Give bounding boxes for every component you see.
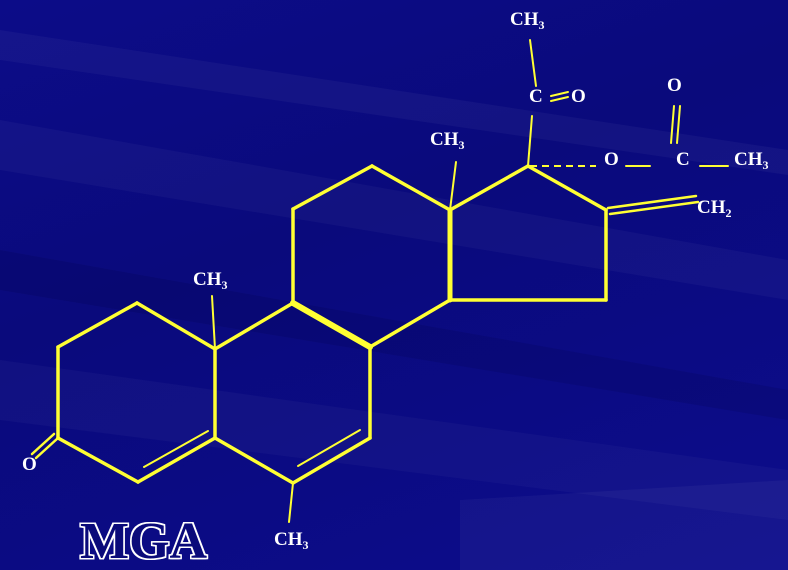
bond-c6-methyl: [288, 482, 294, 523]
bond-c12-c13: [370, 164, 452, 212]
ester-carbonyl-o-label: O: [667, 75, 682, 96]
ester-o-label: O: [604, 149, 619, 170]
bond-c1-c2: [56, 301, 139, 349]
bond-c9-c8: [290, 300, 373, 350]
bond-c13-methyl: [449, 161, 457, 211]
bond-ester-c-o-double: [670, 105, 675, 144]
bond-c13-c17: [448, 164, 530, 212]
bond-c16-methylene: [606, 194, 698, 210]
bond-c3-o-double: [30, 432, 56, 456]
ketone-o20-label: O: [571, 86, 586, 107]
slide-title: MGA: [80, 513, 208, 570]
methyl-c21-label: CH3: [510, 9, 545, 32]
methyl-c13-label: CH3: [430, 129, 465, 152]
ketone-o3-label: O: [22, 454, 37, 475]
bond-c17-c20: [527, 115, 533, 167]
bond-c20-o: [550, 91, 569, 97]
bond-c1-c10: [135, 301, 217, 351]
methyl-acetyl-label: CH3: [734, 149, 769, 172]
double-bond-c6-c7: [297, 429, 361, 467]
bond-c5-c4: [136, 436, 217, 484]
bond-ester-c-o: [676, 105, 681, 144]
bond-c10-methyl: [211, 295, 216, 350]
double-bond-c4-c5: [143, 430, 209, 468]
bond-c10-c9: [213, 301, 295, 351]
methylene-c16-label: CH2: [697, 197, 732, 220]
methyl-c10-label: CH3: [193, 269, 228, 292]
ester-c-label: C: [676, 149, 690, 170]
bond-c4-c3: [56, 436, 140, 484]
bond-c11-c12: [291, 164, 374, 211]
bond-c6-c5: [213, 436, 295, 485]
bond-c20-c21: [529, 39, 537, 87]
bond-c7-c6: [291, 436, 372, 485]
methyl-c6-label: CH3: [274, 529, 309, 552]
bond-c20-o-double: [550, 96, 569, 102]
bond-c14-c8: [368, 298, 452, 349]
bond-c3-o: [34, 436, 60, 460]
bond-c17-c16: [526, 164, 608, 212]
bond-c16-methylene-double: [608, 200, 700, 216]
ketone-c20-label: C: [529, 86, 543, 107]
